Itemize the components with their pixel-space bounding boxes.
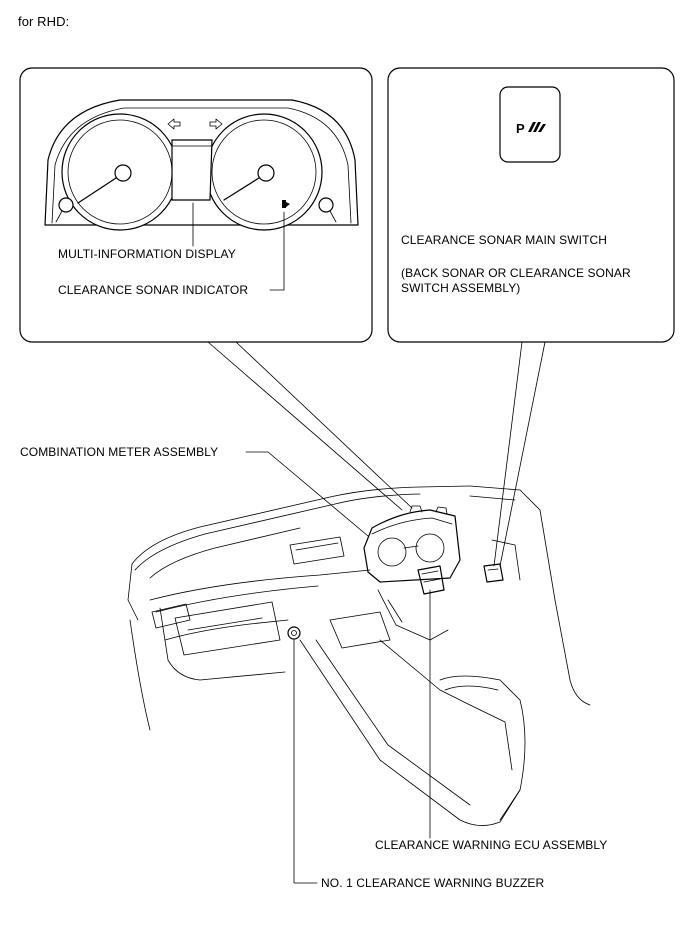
- label-warning-ecu: CLEARANCE WARNING ECU ASSEMBLY: [375, 838, 608, 852]
- multi-information-display: [171, 139, 213, 201]
- clearance-sonar-indicator-icon: [282, 200, 290, 208]
- left-gauge: [61, 113, 179, 231]
- svg-text:P: P: [516, 121, 525, 136]
- turn-signal-right-icon: [209, 118, 223, 130]
- callout-pointers: [207, 341, 546, 567]
- label-main-switch-note-1: (BACK SONAR OR CLEARANCE SONAR: [401, 266, 631, 280]
- label-clearance-sonar-indicator: CLEARANCE SONAR INDICATOR: [58, 283, 249, 297]
- label-main-switch-note-2: SWITCH ASSEMBLY): [401, 281, 521, 295]
- switch-detail-box: [387, 67, 675, 343]
- right-gauge: [205, 113, 323, 231]
- clearance-warning-ecu: [417, 565, 445, 595]
- clearance-warning-buzzer: [287, 626, 301, 640]
- label-combination-meter: COMBINATION METER ASSEMBLY: [20, 445, 219, 459]
- combination-meter-on-dash: [363, 505, 461, 583]
- label-multi-information-display: MULTI-INFORMATION DISPLAY: [58, 247, 236, 261]
- right-knob: [318, 197, 337, 223]
- dashboard-drawing: [127, 485, 591, 826]
- clearance-sonar-main-switch: [499, 86, 561, 163]
- variant-label: for RHD:: [18, 14, 70, 29]
- left-knob: [55, 197, 74, 223]
- meter-detail-box: [19, 67, 373, 343]
- leader-lines: [245, 451, 431, 884]
- meter-hood: [44, 99, 359, 226]
- label-buzzer: NO. 1 CLEARANCE WARNING BUZZER: [321, 876, 545, 890]
- leaders-left-box: [192, 202, 285, 291]
- label-main-switch: CLEARANCE SONAR MAIN SWITCH: [401, 233, 608, 247]
- turn-signal-left-icon: [167, 118, 181, 130]
- parking-sonar-icon: P: [516, 121, 546, 136]
- main-switch-on-dash: [483, 563, 504, 583]
